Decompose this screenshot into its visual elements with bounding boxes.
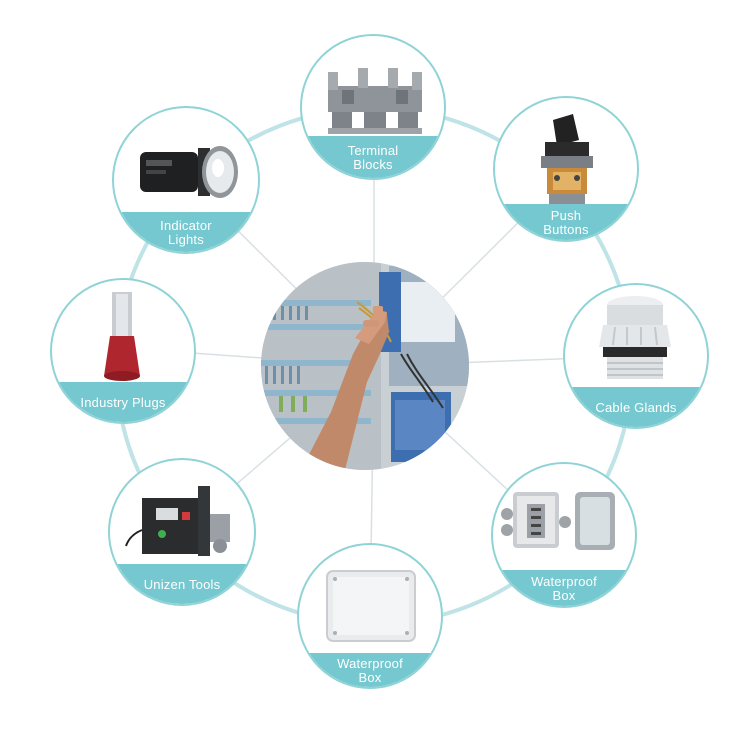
category-node-waterproof-box-open[interactable]: Waterproof Box xyxy=(491,462,637,608)
electrician-wiring-panel-icon xyxy=(261,262,469,470)
push-button-icon xyxy=(495,98,637,240)
category-label: Unizen Tools xyxy=(110,564,254,604)
category-label: Push Buttons xyxy=(495,204,637,240)
category-node-push-buttons[interactable]: Push Buttons xyxy=(493,96,639,242)
category-label: Waterproof Box xyxy=(493,570,635,606)
open-junction-box-icon xyxy=(493,464,635,606)
category-node-industry-plugs[interactable]: Industry Plugs xyxy=(50,278,196,424)
category-label: Cable Glands xyxy=(565,387,707,427)
category-node-terminal-blocks[interactable]: Terminal Blocks xyxy=(300,34,446,180)
category-label: Terminal Blocks xyxy=(302,136,444,178)
terminal-block-icon xyxy=(302,36,444,178)
cable-gland-icon xyxy=(565,285,707,427)
crimping-machine-icon xyxy=(110,460,254,604)
category-node-cable-glands[interactable]: Cable Glands xyxy=(563,283,709,429)
indicator-light-icon xyxy=(114,108,258,252)
category-label: Indicator Lights xyxy=(114,212,258,252)
junction-box-icon xyxy=(299,545,441,687)
category-node-unizen-tools[interactable]: Unizen Tools xyxy=(108,458,256,606)
ferrule-icon xyxy=(52,280,194,422)
category-node-waterproof-box[interactable]: Waterproof Box xyxy=(297,543,443,689)
category-label: Industry Plugs xyxy=(52,382,194,422)
category-node-indicator-lights[interactable]: Indicator Lights xyxy=(112,106,260,254)
category-label: Waterproof Box xyxy=(299,653,441,687)
center-photo xyxy=(261,262,469,470)
